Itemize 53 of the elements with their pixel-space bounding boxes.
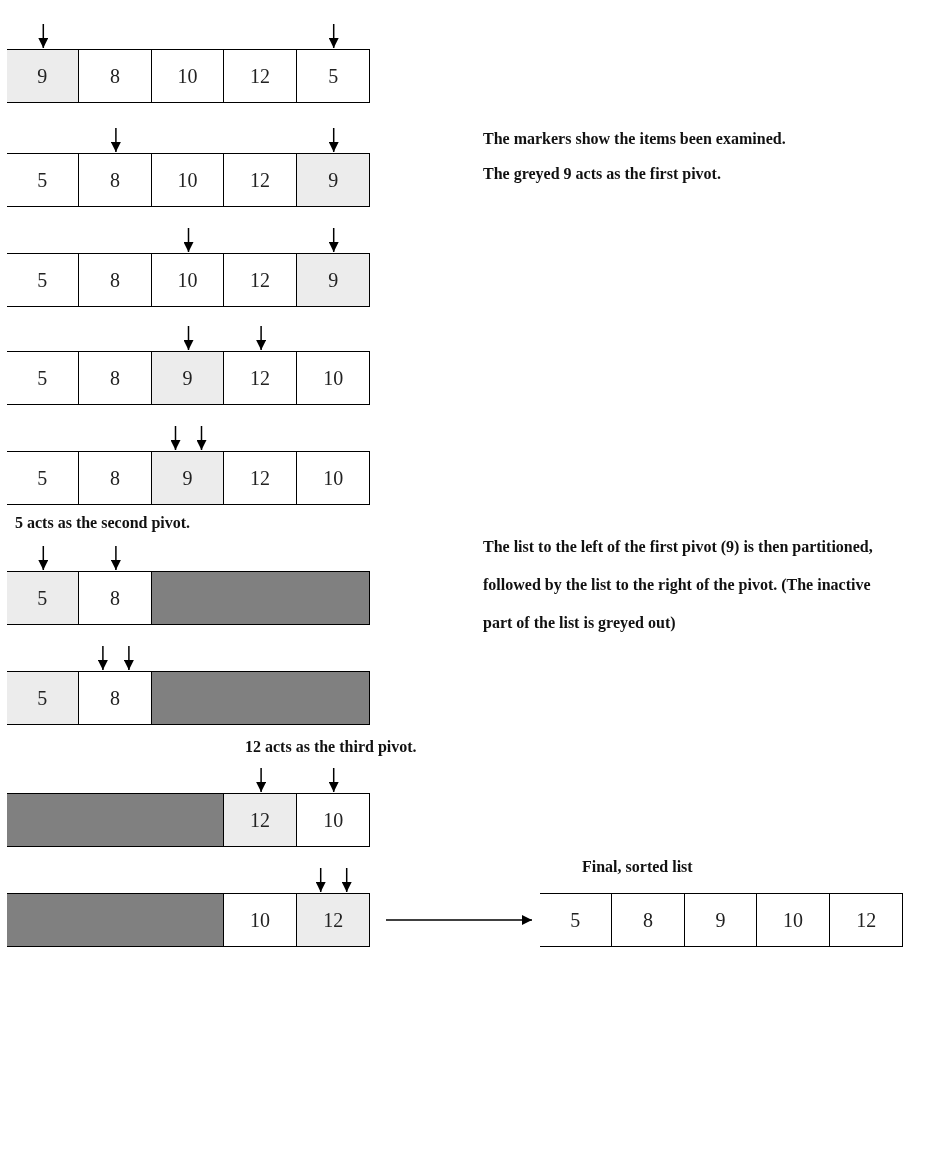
marker-arrow bbox=[256, 767, 267, 793]
list-box bbox=[7, 49, 370, 103]
marker-arrow bbox=[328, 767, 339, 793]
list-cell: 5 bbox=[6, 572, 80, 624]
marker-arrow bbox=[183, 227, 194, 253]
inactive-bar bbox=[151, 572, 370, 624]
marker-arrow bbox=[328, 227, 339, 253]
inactive-bar bbox=[6, 894, 225, 946]
note-text: The greyed 9 acts as the first pivot. bbox=[483, 165, 721, 183]
note-text: Final, sorted list bbox=[582, 858, 693, 876]
list-box bbox=[7, 253, 370, 307]
marker-arrow bbox=[328, 127, 339, 153]
list-cell: 5 bbox=[6, 452, 80, 504]
inactive-bar bbox=[151, 672, 370, 724]
marker-arrow bbox=[110, 545, 121, 571]
list-cell: 12 bbox=[224, 794, 297, 846]
list-box bbox=[7, 351, 370, 405]
list-box bbox=[7, 671, 370, 725]
list-box bbox=[7, 893, 370, 947]
list-cell: 12 bbox=[296, 894, 370, 946]
marker-arrow bbox=[110, 127, 121, 153]
note-text: The markers show the items been examined. bbox=[483, 130, 786, 148]
note-text: The list to the left of the first pivot (9) is then partitioned, followed by the list to the right of the pivot. (The inactive part of the list is greyed out) bbox=[483, 537, 874, 634]
marker-arrow bbox=[183, 325, 194, 351]
list-box bbox=[7, 451, 370, 505]
list-box bbox=[7, 571, 370, 625]
list-cell: 5 bbox=[6, 154, 80, 206]
marker-arrow bbox=[328, 23, 339, 49]
list-box bbox=[540, 893, 903, 947]
list-cell: 9 bbox=[151, 352, 225, 404]
note-text: 5 acts as the second pivot. bbox=[15, 514, 191, 532]
list-cell: 9 bbox=[296, 154, 370, 206]
list-box bbox=[7, 153, 370, 207]
list-cell: 5 bbox=[539, 894, 613, 946]
list-cell: 9 bbox=[151, 452, 225, 504]
marker-arrow bbox=[123, 645, 134, 671]
marker-arrow bbox=[170, 425, 181, 451]
marker-arrow bbox=[315, 867, 326, 893]
marker-arrow bbox=[256, 325, 267, 351]
marker-arrow bbox=[196, 425, 207, 451]
note-text: 12 acts as the third pivot. bbox=[245, 738, 417, 756]
list-cell: 5 bbox=[6, 254, 80, 306]
list-box bbox=[7, 793, 370, 847]
list-cell: 9 bbox=[296, 254, 370, 306]
marker-arrow bbox=[38, 545, 49, 571]
arrow bbox=[385, 915, 533, 925]
list-cell: 5 bbox=[6, 672, 80, 724]
marker-arrow bbox=[38, 23, 49, 49]
list-cell: 9 bbox=[6, 50, 80, 102]
inactive-bar bbox=[6, 794, 225, 846]
list-cell: 5 bbox=[6, 352, 80, 404]
marker-arrow bbox=[97, 645, 108, 671]
marker-arrow bbox=[341, 867, 352, 893]
